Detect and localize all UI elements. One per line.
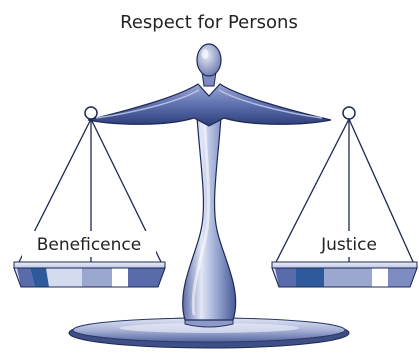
left-pan-label: Beneficence [37,235,141,255]
scale-finial [196,43,222,87]
scale-beam [87,83,332,127]
right-hook-ring [342,106,356,120]
right-pan-label: Justice [320,235,377,255]
scale-base [68,316,350,349]
left-hook-ring [84,106,98,120]
left-scale-pan [13,261,166,288]
left-label-backdrop [22,231,156,257]
right-scale-pan [271,261,418,288]
top-label: Respect for Persons [120,12,298,33]
right-label-backdrop [308,231,390,257]
scale-pillar [182,99,237,321]
